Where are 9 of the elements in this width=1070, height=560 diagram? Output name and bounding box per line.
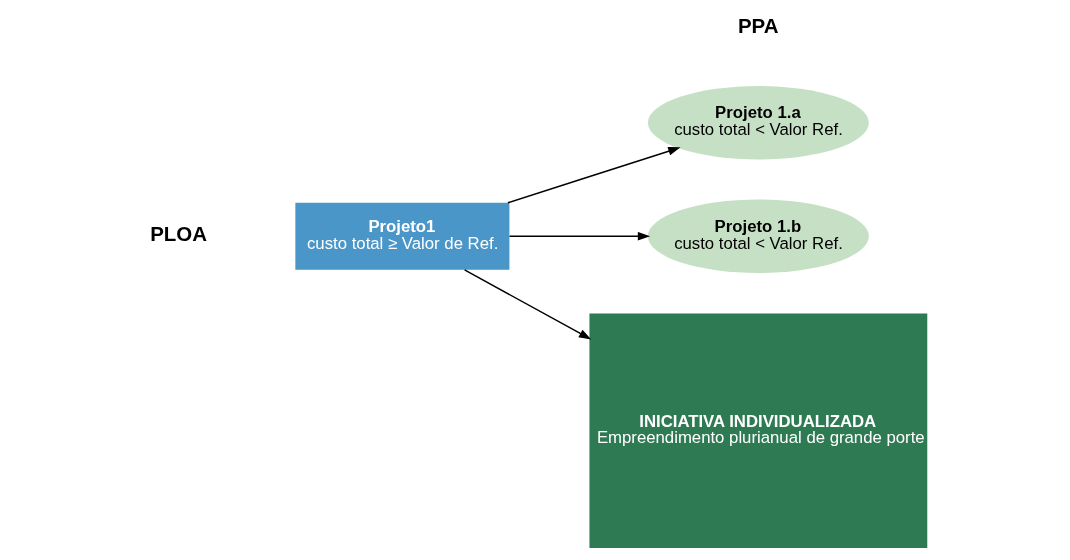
arrow	[508, 231, 651, 241]
label: PPA	[737, 14, 779, 37]
arrow	[507, 147, 681, 204]
node-box: Projeto1 custo total ≥ Valor de Ref.	[295, 202, 510, 270]
node-ellipse: Projeto 1.b custo total < Valor Ref.	[647, 199, 869, 273]
arrow	[463, 269, 592, 340]
label: PLOA	[150, 221, 208, 245]
node-box: INICIATIVA INDIVIDUALIZADA Empreendimento plurianual de grande porte	[589, 313, 928, 549]
node-ellipse: Projeto 1.a custo total < Valor Ref.	[647, 85, 869, 160]
